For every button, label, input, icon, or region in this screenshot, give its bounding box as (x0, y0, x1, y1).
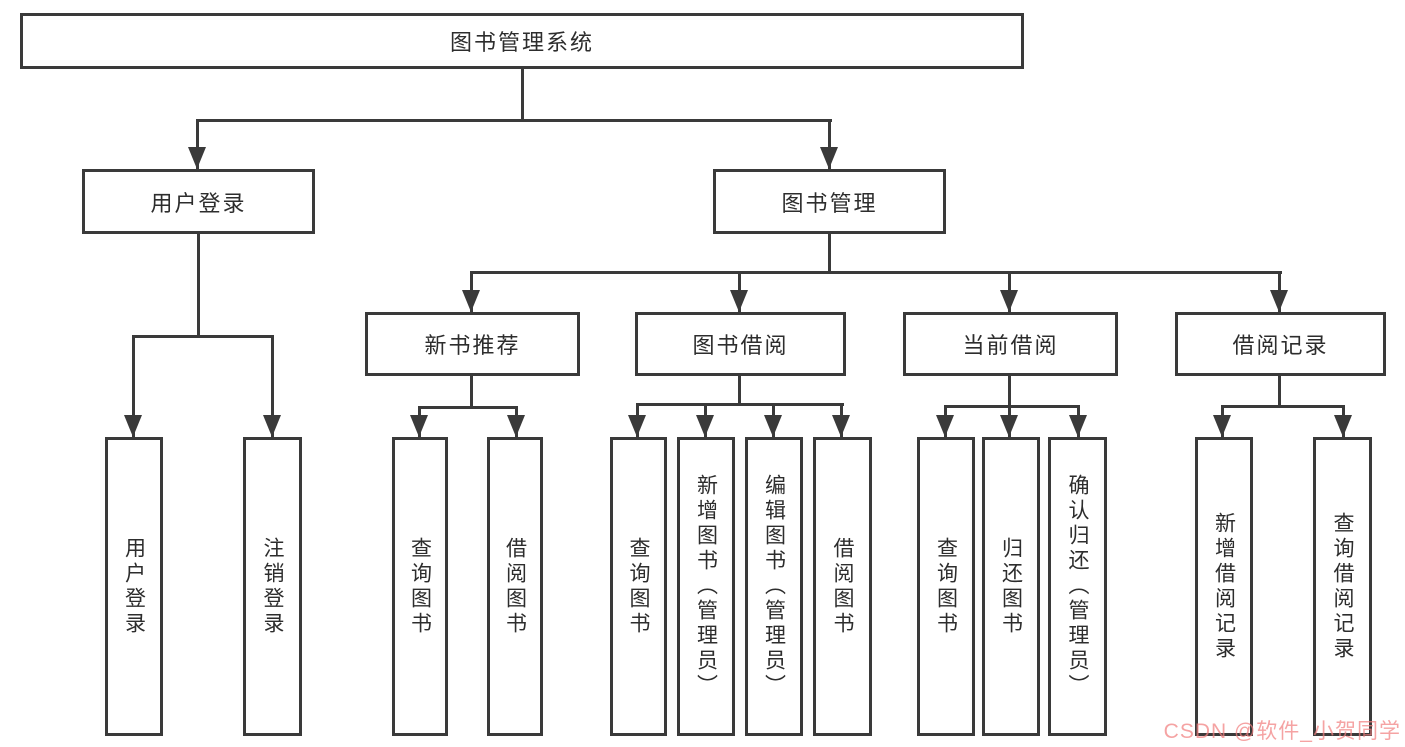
node-leaf-cb-query-book: 查询图书 (917, 437, 975, 736)
arrow-down-icon (1000, 415, 1018, 437)
node-leaf-nb-query-book: 查询图书 (392, 437, 448, 736)
node-leaf-br-query-record: 查询借阅记录 (1313, 437, 1372, 736)
node-root: 图书管理系统 (20, 13, 1024, 69)
node-leaf-br-add-record: 新增借阅记录 (1195, 437, 1253, 736)
node-book-borrow: 图书借阅 (635, 312, 846, 376)
connector-drop-ul-login (132, 335, 135, 437)
leaf-label: 借阅图书 (831, 536, 854, 637)
connector-br-stub (1278, 375, 1281, 408)
connector-drop-book-mgmt (828, 119, 831, 169)
leaf-label: 查询图书 (627, 536, 650, 637)
connector-root-stub (521, 68, 524, 122)
leaf-label: 查询借阅记录 (1331, 511, 1354, 662)
node-leaf-bb-add-book-admin: 新增图书（管理员） (677, 437, 735, 736)
leaf-label: 查询图书 (408, 536, 432, 637)
arrow-down-icon (188, 147, 206, 169)
node-leaf-user-login: 用户登录 (105, 437, 163, 736)
arrow-down-icon (628, 415, 646, 437)
arrow-down-icon (730, 290, 748, 312)
node-new-book-recommend: 新书推荐 (365, 312, 580, 376)
leaf-label: 借阅图书 (503, 536, 527, 637)
leaf-label: 注销登录 (261, 536, 284, 637)
leaf-label: 新增图书（管理员） (694, 474, 718, 699)
connector-bookmgmt-stub (828, 233, 831, 274)
arrow-down-icon (1000, 290, 1018, 312)
node-leaf-cb-return-book: 归还图书 (982, 437, 1040, 736)
arrow-down-icon (1213, 415, 1231, 437)
connector-cb-bus (944, 405, 1080, 408)
leaf-label: 归还图书 (999, 536, 1023, 637)
arrow-down-icon (696, 415, 714, 437)
connector-root-bus (196, 119, 832, 122)
connector-drop-ul-logout (271, 335, 274, 437)
node-leaf-bb-borrow-book: 借阅图书 (813, 437, 872, 736)
arrow-down-icon (1270, 290, 1288, 312)
node-leaf-bb-edit-book-admin: 编辑图书（管理员） (745, 437, 803, 736)
connector-bookmgmt-bus (470, 271, 1282, 274)
connector-cb-stub (1008, 375, 1011, 408)
arrow-down-icon (263, 415, 281, 437)
leaf-label: 编辑图书（管理员） (762, 474, 786, 699)
node-borrow-record: 借阅记录 (1175, 312, 1386, 376)
connector-nbr-bus (418, 406, 518, 409)
arrow-down-icon (936, 415, 954, 437)
arrow-down-icon (832, 415, 850, 437)
arrow-down-icon (410, 415, 428, 437)
node-current-borrow: 当前借阅 (903, 312, 1118, 376)
arrow-down-icon (124, 415, 142, 437)
node-leaf-nb-borrow-book: 借阅图书 (487, 437, 543, 736)
node-leaf-cb-confirm-return-admin: 确认归还（管理员） (1048, 437, 1107, 736)
node-user-login: 用户登录 (82, 169, 315, 234)
arrow-down-icon (1334, 415, 1352, 437)
arrow-down-icon (462, 290, 480, 312)
connector-br-bus (1221, 405, 1345, 408)
csdn-watermark: CSDN @软件_小贺同学 (1163, 720, 1401, 743)
node-leaf-bb-query-book: 查询图书 (610, 437, 667, 736)
connector-bb-bus (636, 403, 844, 406)
arrow-down-icon (764, 415, 782, 437)
leaf-label: 确认归还（管理员） (1066, 474, 1089, 699)
connector-bb-stub (738, 375, 741, 406)
arrow-down-icon (1069, 415, 1087, 437)
connector-userlogin-bus (132, 335, 274, 338)
leaf-label: 新增借阅记录 (1212, 511, 1236, 662)
connector-nbr-stub (470, 375, 473, 409)
node-leaf-logout: 注销登录 (243, 437, 302, 736)
connector-userlogin-stub (197, 233, 200, 338)
leaf-label: 用户登录 (122, 536, 146, 637)
leaf-label: 查询图书 (934, 536, 958, 637)
node-book-management: 图书管理 (713, 169, 946, 234)
connector-drop-user-login (196, 119, 199, 169)
arrow-down-icon (820, 147, 838, 169)
arrow-down-icon (507, 415, 525, 437)
